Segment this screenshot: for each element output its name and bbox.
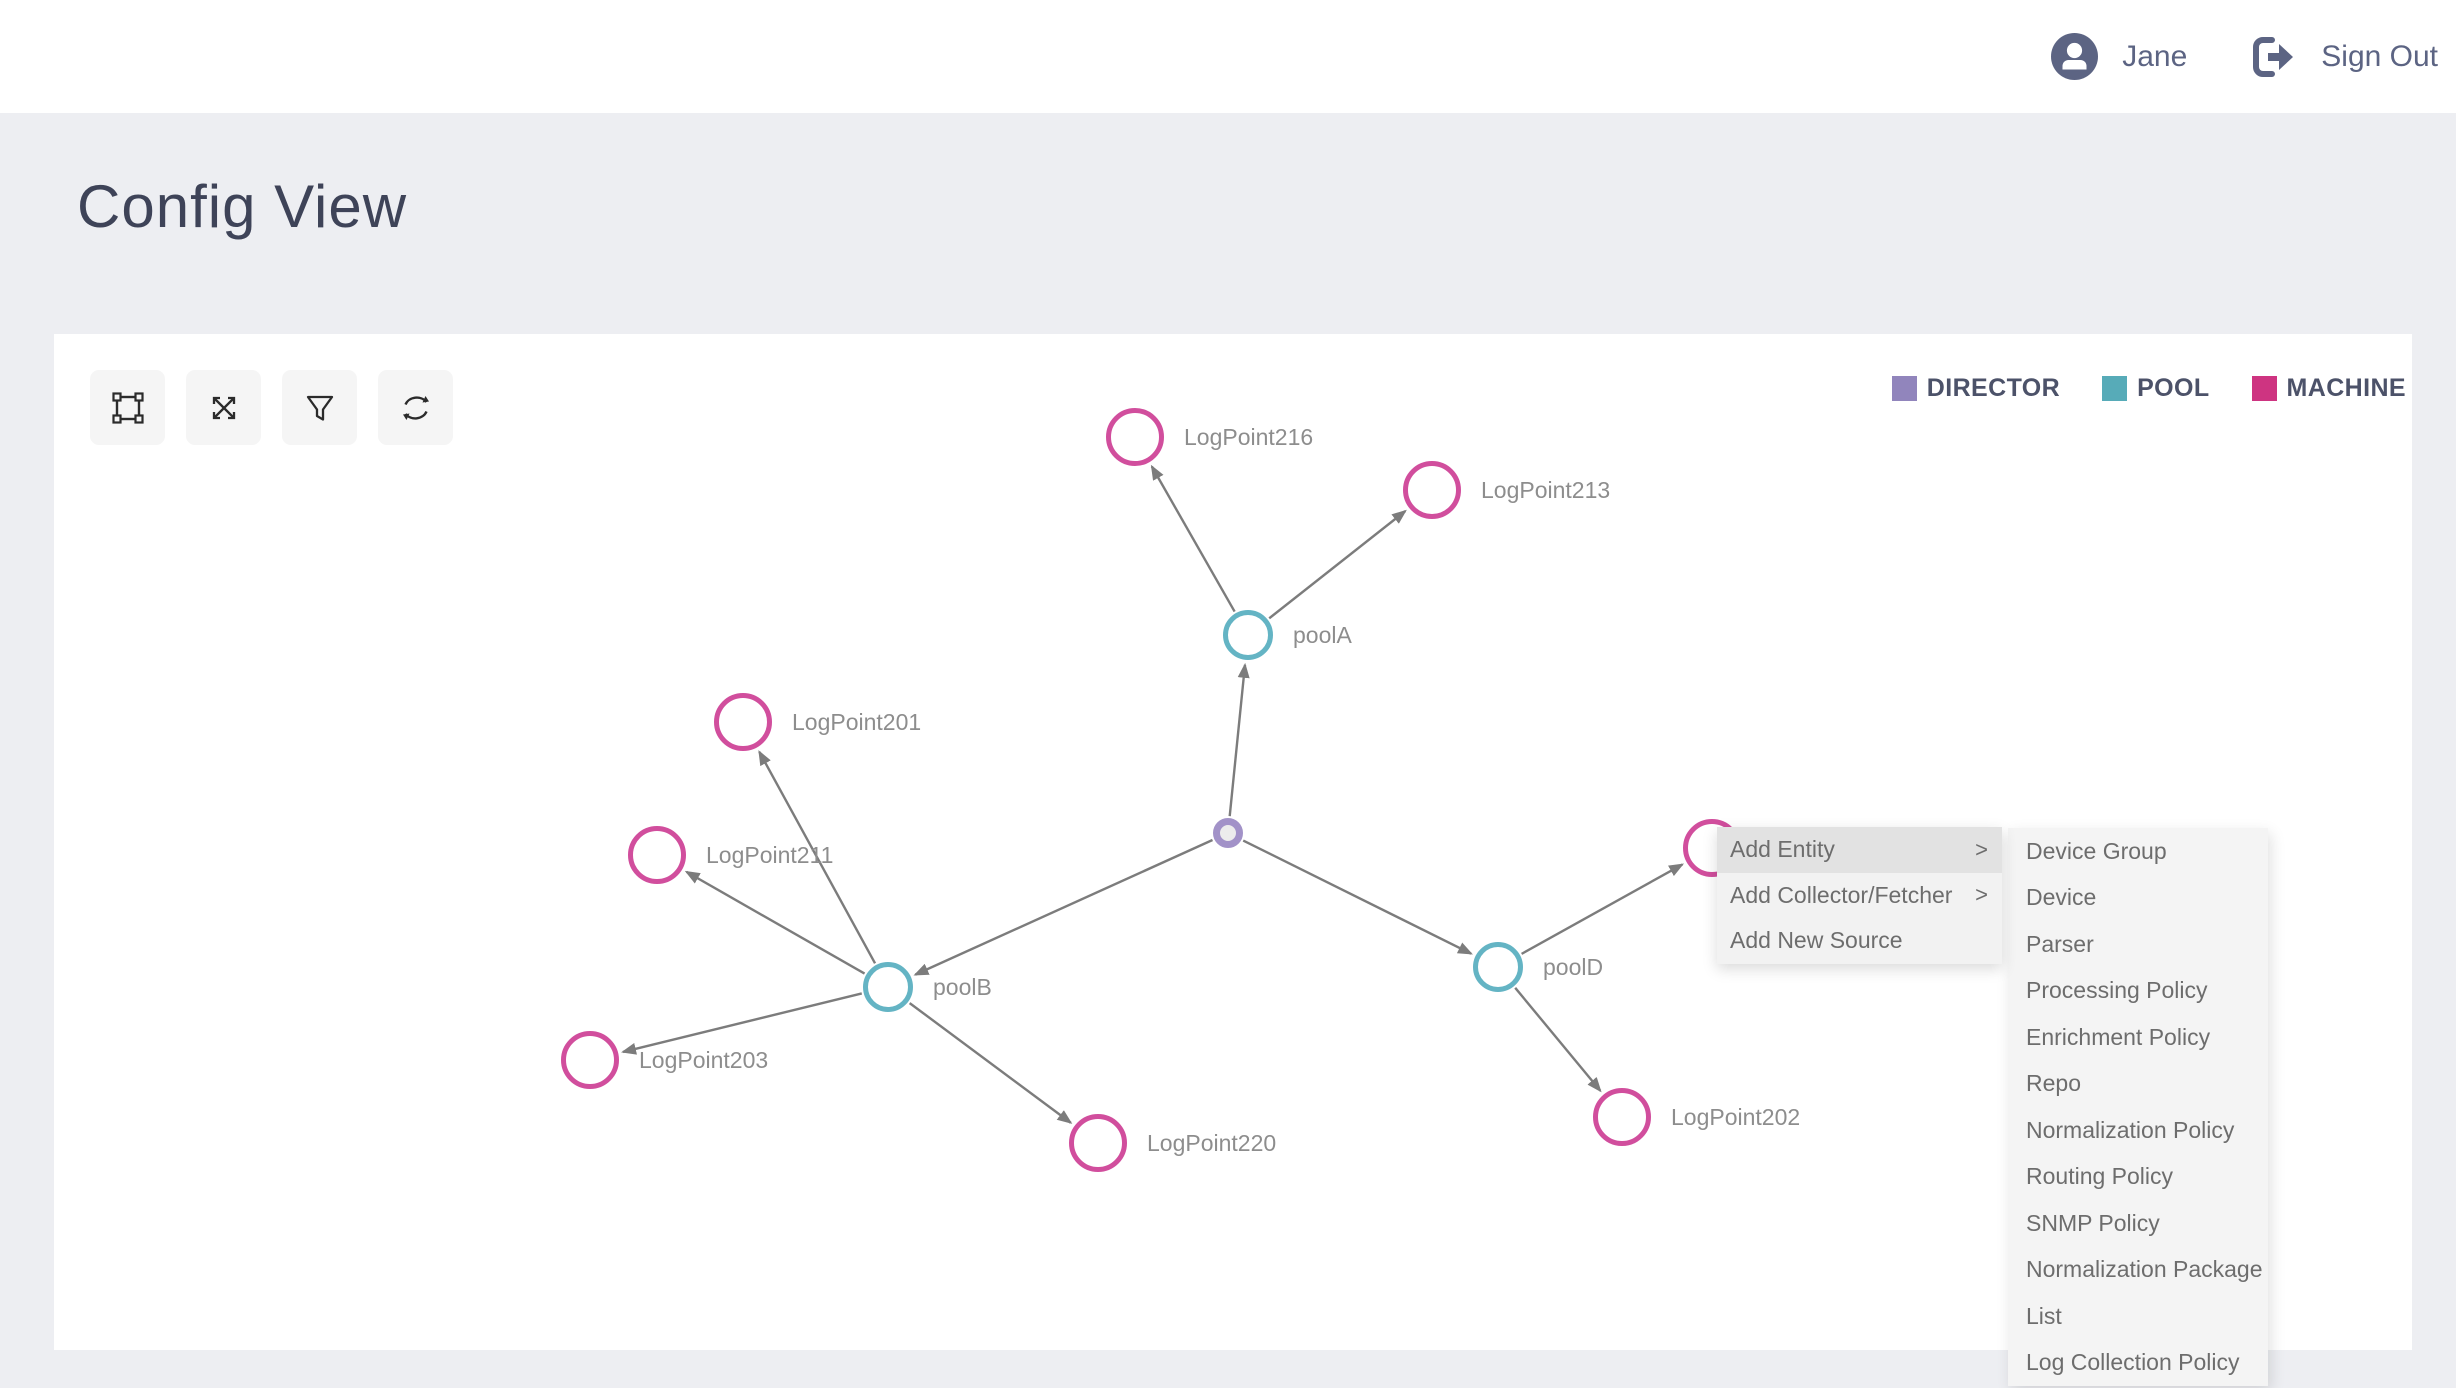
- node-label-LogPoint201: LogPoint201: [792, 709, 921, 735]
- node-type-legend: DIRECTOR POOL MACHINE: [1891, 374, 2406, 403]
- submenu-item-list[interactable]: List: [2026, 1302, 2062, 1329]
- submenu-item-parser[interactable]: Parser: [2026, 930, 2094, 957]
- context-menu-item-label: Add Entity: [1730, 836, 1835, 863]
- edge-director-to-poolD: [1242, 839, 1473, 955]
- node-label-poolA: poolA: [1293, 622, 1352, 648]
- node-poolB[interactable]: [863, 962, 913, 1012]
- submenu-item-snmp-policy[interactable]: SNMP Policy: [2026, 1209, 2160, 1236]
- refresh-icon: [402, 395, 429, 420]
- node-label-LogPoint216: LogPoint216: [1184, 424, 1313, 450]
- submenu-arrow-icon: >: [1975, 836, 1988, 862]
- sign-out-label: Sign Out: [2321, 39, 2438, 73]
- edge-director-to-poolA: [1228, 662, 1250, 817]
- node-LogPoint202[interactable]: [1593, 1088, 1651, 1146]
- node-label-LogPoint220: LogPoint220: [1147, 1130, 1276, 1156]
- edge-poolA-to-LogPoint213: [1268, 509, 1407, 620]
- submenu-item-routing-policy[interactable]: Routing Policy: [2026, 1163, 2174, 1190]
- submenu-item-device[interactable]: Device: [2026, 884, 2097, 911]
- edge-poolB-to-LogPoint220: [908, 1002, 1073, 1124]
- node-label-LogPoint211: LogPoint211: [706, 842, 833, 868]
- submenu-item-enrichment-policy[interactable]: Enrichment Policy: [2026, 1023, 2211, 1050]
- node-LogPoint216[interactable]: [1106, 408, 1164, 466]
- context-menu-item-label: Add Collector/Fetcher: [1730, 881, 1953, 908]
- submenu-item-log-collection-policy[interactable]: Log Collection Policy: [2026, 1349, 2240, 1376]
- submenu-item-normalization-policy[interactable]: Normalization Policy: [2026, 1116, 2235, 1143]
- node-LogPoint211[interactable]: [628, 826, 686, 884]
- legend-item-pool: POOL: [2102, 374, 2209, 403]
- sign-out-button[interactable]: Sign Out: [2251, 36, 2438, 78]
- legend-item-machine: MACHINE: [2251, 374, 2406, 403]
- top-bar: Jane Sign Out: [0, 0, 2456, 113]
- legend-swatch-pool: [2102, 376, 2128, 401]
- filter-button[interactable]: [282, 370, 357, 445]
- node-poolD[interactable]: [1473, 942, 1523, 992]
- submenu-item-processing-policy[interactable]: Processing Policy: [2026, 977, 2208, 1004]
- node-label-poolD: poolD: [1543, 954, 1603, 980]
- context-menu-item-add-collector-fetcher[interactable]: Add Collector/Fetcher >: [1717, 873, 2002, 919]
- expand-arrows-icon: [212, 396, 235, 419]
- node-poolA[interactable]: [1223, 610, 1273, 660]
- user-name: Jane: [2122, 39, 2188, 73]
- marquee-icon: [111, 391, 144, 424]
- funnel-icon: [306, 395, 333, 421]
- node-label-LogPoint202: LogPoint202: [1671, 1104, 1800, 1130]
- context-menu-item-label: Add New Source: [1730, 927, 1903, 954]
- legend-swatch-director: [1891, 376, 1917, 401]
- legend-swatch-machine: [2251, 376, 2277, 401]
- context-menu: Add Entity > Add Collector/Fetcher > Add…: [1717, 827, 2002, 964]
- node-LogPoint220[interactable]: [1069, 1114, 1127, 1172]
- edge-director-to-poolB: [913, 838, 1214, 976]
- node-label-poolB: poolB: [933, 974, 992, 1000]
- legend-label: MACHINE: [2286, 374, 2406, 402]
- node-label-LogPoint203: LogPoint203: [639, 1047, 768, 1073]
- selection-tool-button[interactable]: [90, 370, 165, 445]
- edge-poolB-to-LogPoint201: [758, 750, 877, 964]
- submenu-item-device-group[interactable]: Device Group: [2026, 837, 2167, 864]
- submenu-item-normalization-package[interactable]: Normalization Package: [2026, 1256, 2263, 1283]
- node-label-LogPoint213: LogPoint213: [1481, 477, 1610, 503]
- edge-poolD-to-LogPoint202: [1514, 987, 1602, 1093]
- sign-out-icon: [2253, 36, 2294, 77]
- legend-label: POOL: [2137, 374, 2210, 402]
- edge-poolB-to-LogPoint203: [621, 992, 863, 1055]
- submenu-item-repo[interactable]: Repo: [2026, 1070, 2081, 1097]
- topology-graph: poolA poolB poolD LogPoint216LogPoint213Log…: [561, 408, 1800, 1172]
- node-director[interactable]: [1213, 818, 1243, 848]
- submenu-arrow-icon: >: [1975, 882, 1988, 908]
- legend-item-director: DIRECTOR: [1891, 374, 2061, 403]
- user-avatar-icon: [2051, 33, 2099, 80]
- fit-to-screen-button[interactable]: [186, 370, 261, 445]
- edge-poolA-to-LogPoint216: [1150, 464, 1236, 613]
- edge-poolB-to-LogPoint211: [684, 870, 866, 975]
- edge-poolD-to-machine-under-menu: [1521, 863, 1685, 955]
- context-menu-item-add-new-source[interactable]: Add New Source: [1717, 918, 2002, 964]
- graph-toolbar: [90, 370, 453, 445]
- refresh-button[interactable]: [378, 370, 453, 445]
- node-LogPoint201[interactable]: [714, 693, 772, 751]
- node-LogPoint203[interactable]: [561, 1031, 619, 1089]
- user-menu[interactable]: Jane: [2051, 33, 2187, 80]
- node-LogPoint213[interactable]: [1403, 461, 1461, 519]
- legend-label: DIRECTOR: [1926, 374, 2061, 402]
- page-title: Config View: [77, 173, 408, 240]
- context-menu-item-add-entity[interactable]: Add Entity >: [1717, 827, 2002, 873]
